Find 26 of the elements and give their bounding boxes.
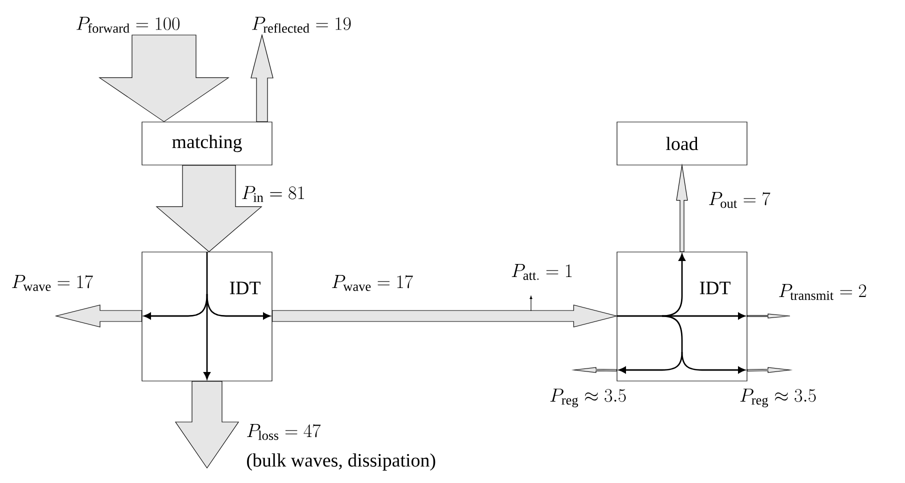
edge-label: $P_\mathrm{transmit} = 2$: [779, 284, 866, 300]
power-arrow: [747, 314, 790, 318]
power-arrow: [676, 163, 688, 252]
edge-label: $P_\mathrm{wave} = 17$: [12, 275, 93, 291]
process-box: load: [616, 122, 748, 166]
power-arrow: [272, 304, 618, 328]
power-arrow: [250, 34, 274, 122]
power-arrow: [747, 367, 793, 373]
edge-label: $P_\mathrm{in} = 81$: [242, 186, 304, 202]
edge-label: $P_\mathrm{wave} = 17$: [332, 275, 413, 291]
power-arrow: [156, 165, 262, 252]
power-arrow: [174, 381, 240, 469]
edge-label: $P_\mathrm{reflected} = 19$: [252, 16, 351, 33]
note-text: (bulk waves, dissipation): [247, 453, 436, 471]
edge-label: $P_\mathrm{reg} \approx 3.5$: [550, 388, 626, 408]
power-arrow: [54, 304, 142, 328]
edge-label: $P_\mathrm{reg} \approx 3.5$: [740, 388, 816, 408]
process-box: matching: [142, 122, 272, 166]
power-arrow: [571, 367, 617, 373]
edge-label: $P_\mathrm{loss} = 47$: [247, 424, 321, 440]
transducer-box: IDT: [142, 252, 272, 382]
transducer-box: IDT: [616, 252, 748, 382]
edge-label: $P_\mathrm{forward} = 100$: [76, 16, 180, 33]
edge-label: $P_\mathrm{out} = 7$: [709, 192, 770, 208]
power-arrow: [98, 34, 230, 122]
note-text: $P_\mathrm{att.} = 1$: [512, 264, 572, 280]
